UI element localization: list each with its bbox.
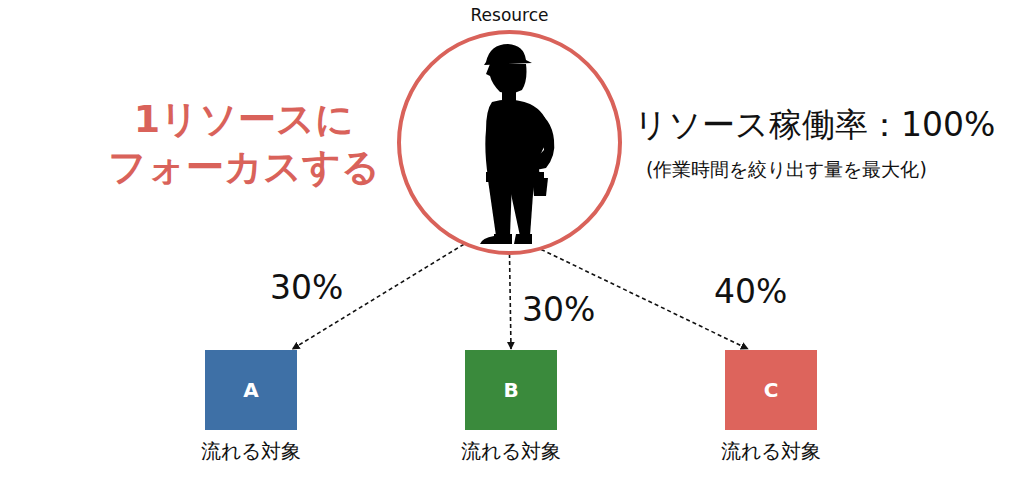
dashed-arrow bbox=[510, 254, 512, 349]
circle-outline bbox=[397, 30, 622, 255]
box-caption: 流れる対象 bbox=[461, 438, 561, 465]
edge-percentage: 30% bbox=[520, 290, 597, 329]
object-box: B流れる対象 bbox=[465, 350, 557, 430]
edge-percentage: 40% bbox=[712, 272, 789, 311]
tool-pouch bbox=[532, 178, 548, 196]
box-letter: C bbox=[764, 378, 779, 402]
utilization-note: リソース稼働率：100% bbox=[634, 104, 995, 145]
box-letter: A bbox=[243, 378, 258, 402]
circle-outline bbox=[399, 32, 620, 253]
arm bbox=[530, 108, 554, 170]
edge-percentage: 30% bbox=[268, 268, 345, 307]
object-box: A流れる対象 bbox=[205, 350, 297, 430]
box-letter: B bbox=[503, 378, 518, 402]
utilization-detail: (作業時間を絞り出す量を最大化) bbox=[646, 158, 927, 182]
boot bbox=[514, 234, 532, 244]
box-caption: 流れる対象 bbox=[721, 438, 821, 465]
focus-note: 1リソースに フォーカスする bbox=[94, 96, 394, 191]
resource-circle: Resource bbox=[397, 30, 622, 255]
head bbox=[486, 64, 527, 94]
leg bbox=[508, 180, 534, 236]
leg bbox=[488, 180, 512, 238]
worker-silhouette bbox=[480, 44, 554, 244]
resource-heading: Resource bbox=[471, 5, 549, 25]
boot bbox=[480, 234, 512, 244]
box-caption: 流れる対象 bbox=[201, 438, 301, 465]
object-box: C流れる対象 bbox=[725, 350, 817, 430]
hard-hat bbox=[484, 44, 532, 65]
